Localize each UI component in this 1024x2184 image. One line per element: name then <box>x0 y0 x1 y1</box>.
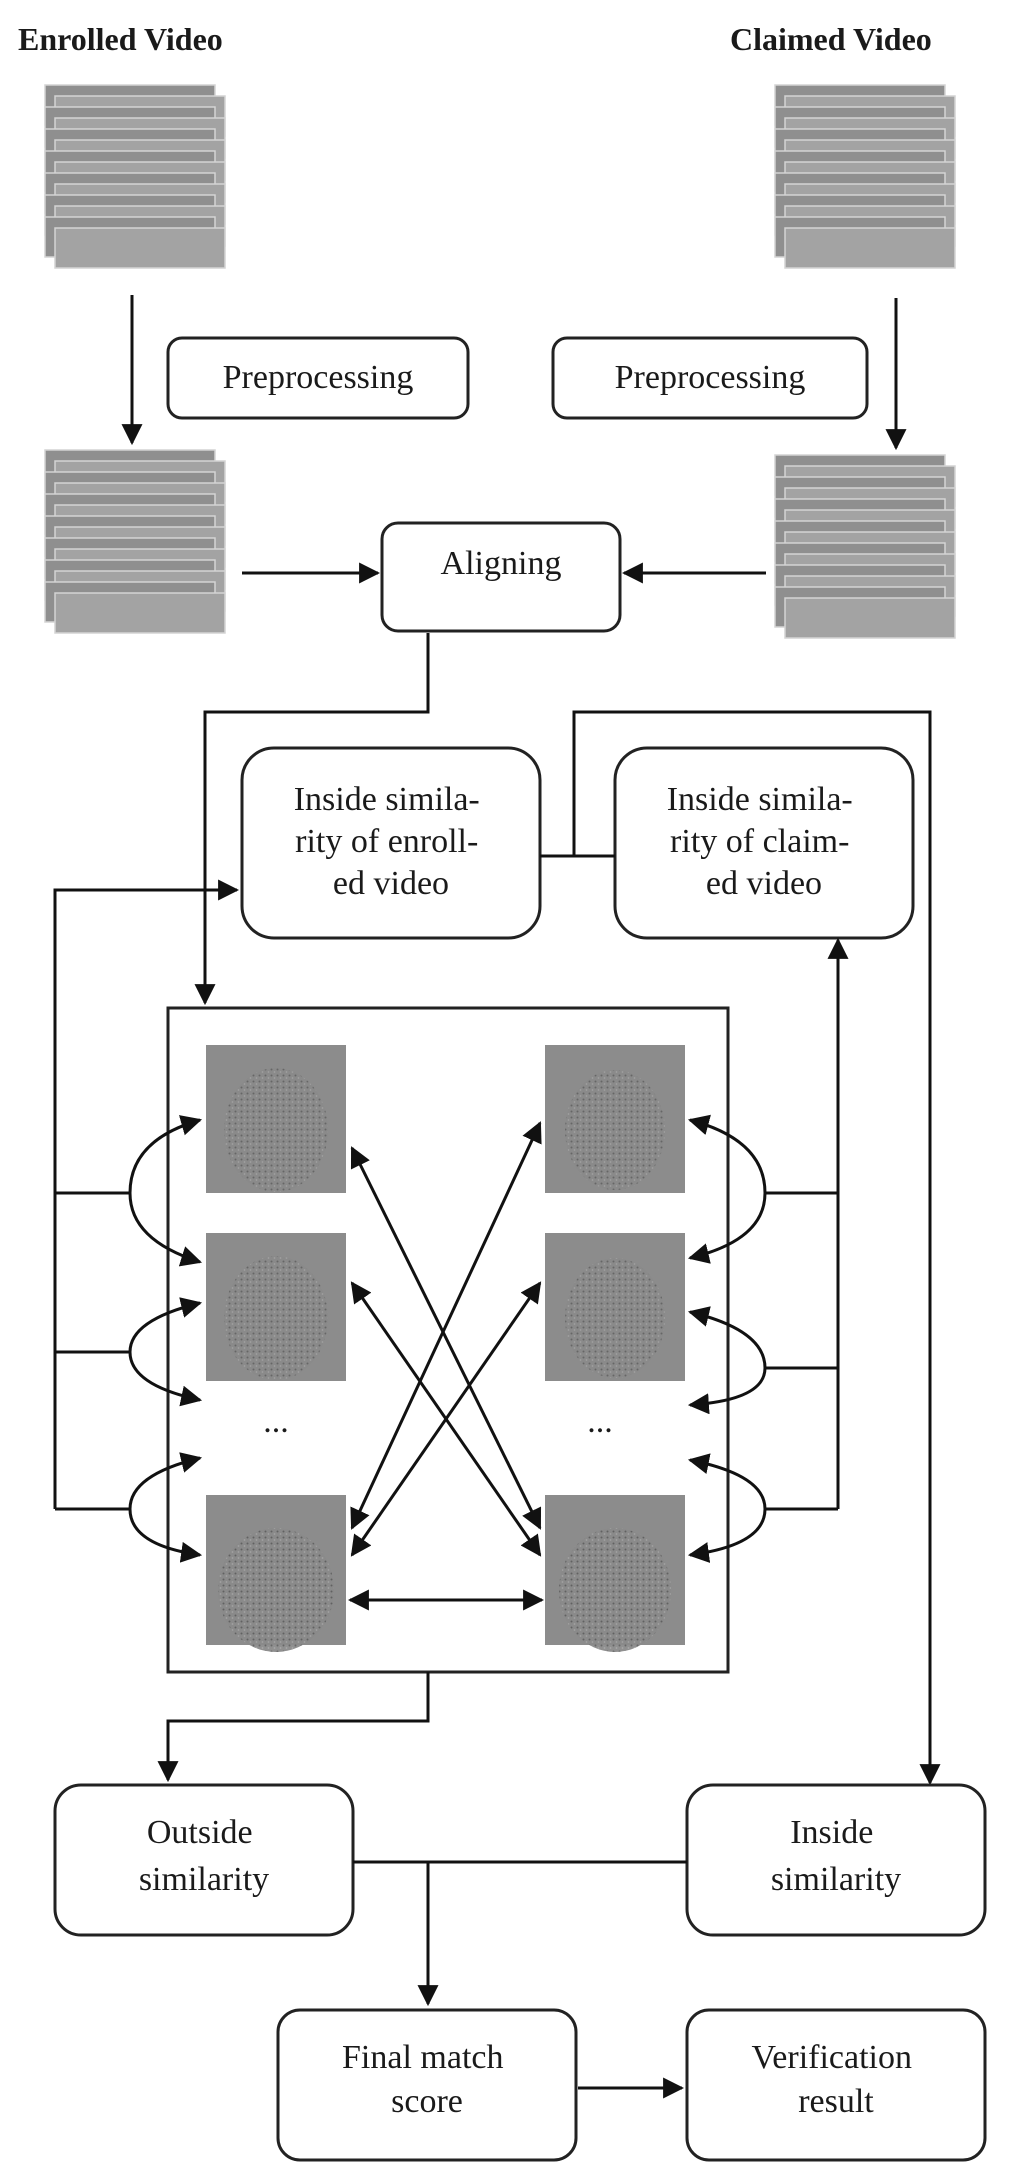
final-match-score-label: Final match score <box>342 2039 512 2120</box>
left-curve-2a <box>128 1297 203 1353</box>
right-curve-2b <box>687 1367 767 1415</box>
inside-similarity-enrolled-label: Inside simila- rity of enroll- ed video <box>294 781 489 902</box>
preprocessing-box-left <box>166 336 470 420</box>
video-frame-layer <box>54 592 226 634</box>
enrolled-preprocessed-frames <box>44 449 226 634</box>
ellipsis-left: ... <box>263 1403 289 1440</box>
cross-arrow-c2-en <box>350 1281 542 1557</box>
aligning-box <box>380 521 622 633</box>
inside-similarity-claimed-label: Inside simila- rity of claim- ed video <box>667 781 862 902</box>
final-match-score-box <box>276 2008 578 2162</box>
video-frame-layer <box>54 227 226 269</box>
right-curve-3a <box>687 1453 767 1510</box>
verification-result-box <box>685 2008 987 2162</box>
outside-similarity-box <box>53 1783 355 1937</box>
fingerprint-claimed-2 <box>545 1233 685 1381</box>
left-curve-1a <box>128 1115 203 1194</box>
preprocessing-label-right: Preprocessing <box>615 359 806 396</box>
left-curve-1b <box>128 1192 203 1267</box>
video-frame-layer <box>784 597 956 639</box>
inside-similarity-label: Inside similarity <box>771 1814 901 1898</box>
left-feedback-line <box>53 879 240 1509</box>
fingerprint-enrolled-2 <box>206 1233 346 1381</box>
inside-similarity-box <box>685 1783 987 1937</box>
ellipsis-right: ... <box>587 1403 613 1440</box>
connector-inside-to-right-column <box>572 710 941 1786</box>
enrolled-raw-frames <box>44 84 226 269</box>
claimed-preprocessed-frames <box>774 454 956 639</box>
preprocessing-box-right <box>551 336 869 420</box>
right-curve-1a <box>687 1114 767 1194</box>
fingerprint-claimed-n <box>545 1495 685 1652</box>
preprocessing-label-left: Preprocessing <box>223 359 414 396</box>
right-curve-1b <box>687 1192 767 1264</box>
right-curve-2a <box>687 1306 767 1369</box>
title-enrolled-video: Enrolled Video <box>18 21 223 57</box>
video-frame-layer <box>784 227 956 269</box>
connector-block-to-outside <box>157 1672 430 1783</box>
right-curve-3b <box>687 1508 767 1563</box>
fingerprint-claimed-1 <box>545 1045 685 1193</box>
left-curve-2b <box>128 1351 203 1407</box>
inside-similarity-enrolled-box <box>240 746 542 940</box>
outside-similarity-label: Outside similarity <box>139 1814 269 1898</box>
connector-aligning-to-block <box>194 633 430 1006</box>
verification-result-label: Verification result <box>752 2039 921 2120</box>
claimed-raw-frames <box>774 84 956 269</box>
inside-similarity-claimed-box <box>613 746 915 940</box>
left-curve-3a <box>128 1452 203 1510</box>
aligning-label: Aligning <box>441 545 562 582</box>
left-curve-3b <box>128 1508 203 1563</box>
fingerprint-enrolled-1 <box>206 1045 346 1193</box>
fingerprint-enrolled-n <box>206 1495 346 1652</box>
title-claimed-video: Claimed Video <box>730 21 932 57</box>
